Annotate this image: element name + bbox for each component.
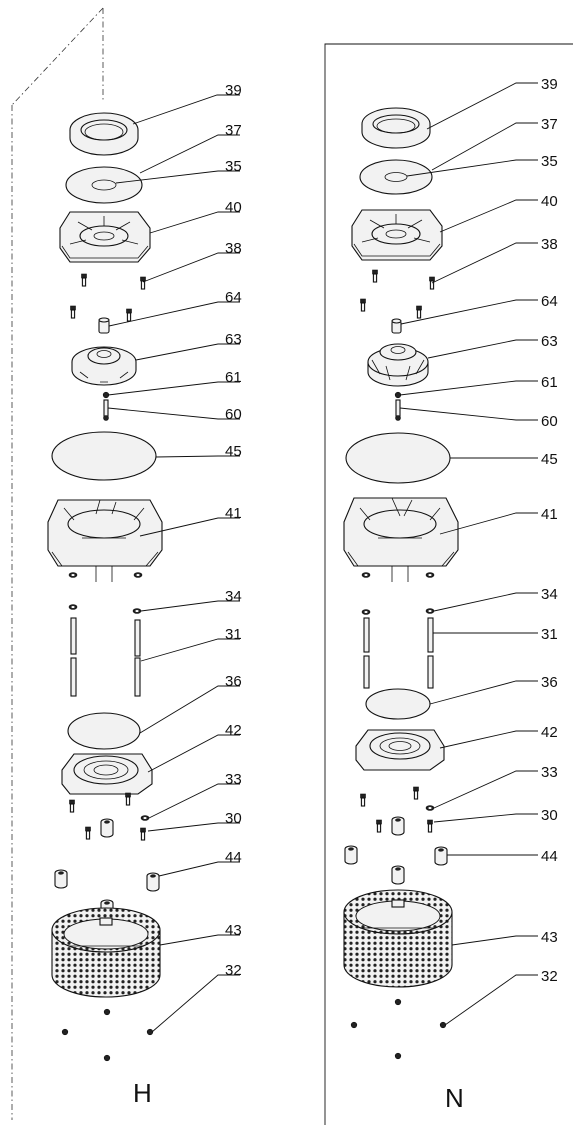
part-labels-h: 39 37 35 40 38 64 63 61 60 45 41 34 31 3… xyxy=(225,82,242,979)
pump-body-icon xyxy=(343,497,459,582)
part-label-32: 32 xyxy=(225,962,242,979)
part-label-39: 39 xyxy=(225,82,242,99)
housing-icon xyxy=(351,209,443,261)
o-ring-icon xyxy=(365,688,431,720)
part-label-34: 34 xyxy=(225,588,242,605)
frame-n-box xyxy=(324,43,573,1125)
part-label-32: 32 xyxy=(541,968,558,985)
washer-icon xyxy=(68,604,78,610)
part-label-36: 36 xyxy=(225,673,242,690)
part-label-64: 64 xyxy=(541,293,558,310)
ball-icon xyxy=(61,1008,154,1062)
gasket-disc-icon xyxy=(359,159,433,195)
o-ring-icon xyxy=(345,432,451,484)
pin-icon xyxy=(98,317,110,334)
part-label-63: 63 xyxy=(541,333,558,350)
gasket-disc-icon xyxy=(65,166,143,204)
pin-icon xyxy=(395,399,401,421)
part-label-60: 60 xyxy=(541,413,558,430)
part-label-38: 38 xyxy=(541,236,558,253)
washer-icon xyxy=(140,815,150,821)
o-ring-icon xyxy=(67,712,141,750)
frame-h-guide xyxy=(11,7,104,1120)
part-label-35: 35 xyxy=(225,158,242,175)
part-label-36: 36 xyxy=(541,674,558,691)
part-label-42: 42 xyxy=(541,724,558,741)
bolt-icon xyxy=(363,617,434,689)
base-plate-icon xyxy=(355,729,445,771)
part-label-61: 61 xyxy=(225,369,242,386)
part-label-30: 30 xyxy=(541,807,558,824)
part-labels-n: 39 37 35 40 38 64 63 61 60 45 41 34 31 3… xyxy=(541,76,558,985)
column-n xyxy=(343,107,459,1060)
part-label-44: 44 xyxy=(225,849,242,866)
pump-body-icon xyxy=(47,499,163,582)
part-label-37: 37 xyxy=(225,122,242,139)
ball-icon xyxy=(350,998,447,1060)
part-label-30: 30 xyxy=(225,810,242,827)
part-label-31: 31 xyxy=(225,626,242,643)
part-label-45: 45 xyxy=(541,451,558,468)
pin-icon xyxy=(391,318,402,334)
part-label-37: 37 xyxy=(541,116,558,133)
impeller-icon xyxy=(367,343,429,387)
pin-icon xyxy=(103,399,109,421)
leader-lines xyxy=(107,82,538,1033)
strainer-icon xyxy=(343,889,453,988)
part-label-44: 44 xyxy=(541,848,558,865)
part-label-64: 64 xyxy=(225,289,242,306)
part-label-35: 35 xyxy=(541,153,558,170)
base-plate-icon xyxy=(61,753,153,795)
washer-icon xyxy=(132,608,142,614)
part-label-41: 41 xyxy=(225,505,242,522)
washer-icon xyxy=(425,608,435,614)
bolt-icon xyxy=(70,617,141,697)
part-label-43: 43 xyxy=(225,922,242,939)
screw-icon xyxy=(359,269,436,319)
column-h xyxy=(47,112,163,1062)
screw-icon xyxy=(69,273,147,322)
part-label-61: 61 xyxy=(541,374,558,391)
washer-icon xyxy=(361,609,371,615)
part-label-45: 45 xyxy=(225,443,242,460)
ball-icon xyxy=(394,391,402,399)
impeller-icon xyxy=(71,346,137,386)
part-label-60: 60 xyxy=(225,406,242,423)
part-label-42: 42 xyxy=(225,722,242,739)
part-label-41: 41 xyxy=(541,506,558,523)
part-label-33: 33 xyxy=(541,764,558,781)
part-label-40: 40 xyxy=(225,199,242,216)
seal-ring-icon xyxy=(361,107,431,149)
part-label-39: 39 xyxy=(541,76,558,93)
part-label-34: 34 xyxy=(541,586,558,603)
column-label-n: N xyxy=(445,1083,464,1113)
seal-ring-icon xyxy=(69,112,139,156)
part-label-43: 43 xyxy=(541,929,558,946)
ball-icon xyxy=(102,391,110,399)
part-label-63: 63 xyxy=(225,331,242,348)
housing-icon xyxy=(59,211,151,263)
part-label-38: 38 xyxy=(225,240,242,257)
o-ring-icon xyxy=(51,431,157,481)
strainer-icon xyxy=(51,907,161,998)
part-label-33: 33 xyxy=(225,771,242,788)
part-label-31: 31 xyxy=(541,626,558,643)
column-label-h: H xyxy=(133,1078,152,1108)
washer-icon xyxy=(425,805,435,811)
part-label-40: 40 xyxy=(541,193,558,210)
